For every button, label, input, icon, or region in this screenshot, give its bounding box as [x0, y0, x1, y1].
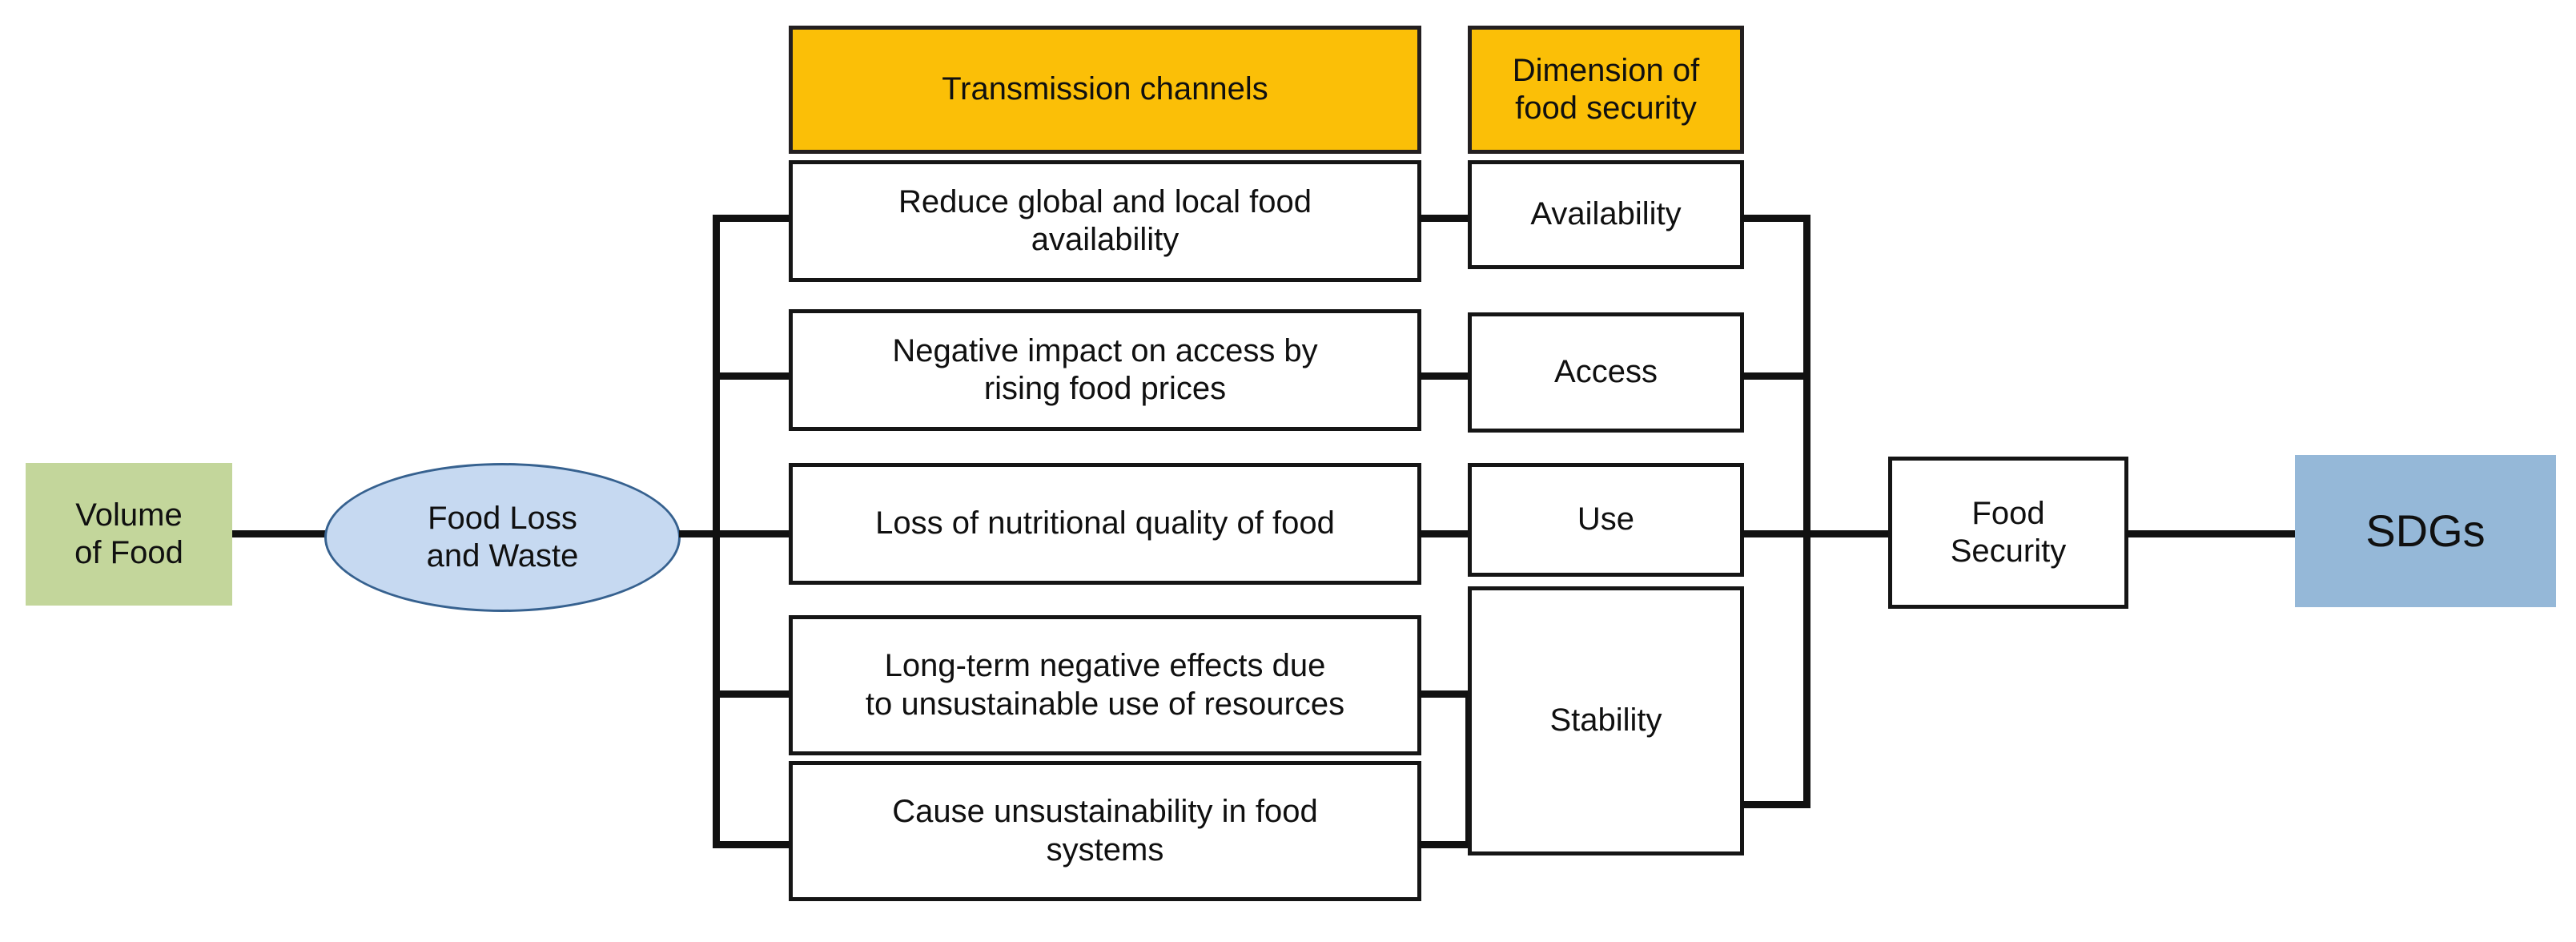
dimension-label-stability: Stability — [1549, 702, 1662, 739]
dimension-label-use: Use — [1577, 501, 1635, 537]
node-food-loss-and-waste-label: Food Loss and Waste — [426, 500, 579, 574]
bracket-left-arm-3 — [713, 530, 793, 537]
channel-box-reduce-availability[interactable]: Reduce global and local food availabilit… — [789, 160, 1421, 282]
channel-label-reduce-availability: Reduce global and local food availabilit… — [898, 183, 1312, 257]
connector-channel1-to-availability — [1419, 215, 1471, 222]
bracket-right-arm-access — [1741, 372, 1809, 380]
node-food-security-label: Food Security — [1950, 495, 2067, 569]
channel-label-loss-nutritional-quality: Loss of nutritional quality of food — [875, 505, 1335, 541]
connector-channel4-to-stability — [1419, 690, 1471, 698]
channel-box-negative-access[interactable]: Negative impact on access by rising food… — [789, 309, 1421, 431]
node-volume-of-food-label: Volume of Food — [74, 497, 183, 570]
node-food-security[interactable]: Food Security — [1888, 457, 2128, 609]
node-volume-of-food[interactable]: Volume of Food — [26, 463, 232, 606]
node-food-loss-and-waste[interactable]: Food Loss and Waste — [324, 463, 681, 612]
dimension-box-access[interactable]: Access — [1468, 312, 1744, 433]
dimension-box-use[interactable]: Use — [1468, 463, 1744, 577]
bracket-left-arm-1 — [713, 215, 793, 222]
bracket-right-arm-stability — [1741, 801, 1809, 808]
bracket-left-arm-5 — [713, 841, 793, 848]
connector-bracket-to-food-security — [1803, 530, 1891, 537]
channel-box-loss-nutritional-quality[interactable]: Loss of nutritional quality of food — [789, 463, 1421, 585]
header-dimension-of-food-security: Dimension of food security — [1468, 26, 1744, 154]
channel-box-cause-unsustainability[interactable]: Cause unsustainability in food systems — [789, 761, 1421, 901]
connector-channel3-to-use — [1419, 530, 1471, 537]
bracket-right-arm-use — [1741, 530, 1809, 537]
channel-box-long-term-effects[interactable]: Long-term negative effects due to unsust… — [789, 615, 1421, 755]
connector-channel2-to-access — [1419, 372, 1471, 380]
connector-channel5-to-stability — [1419, 841, 1471, 848]
header-dimension-of-food-security-label: Dimension of food security — [1512, 52, 1700, 126]
bracket-right-spine — [1803, 215, 1810, 808]
node-sdgs[interactable]: SDGs — [2295, 455, 2556, 607]
channel-label-cause-unsustainability: Cause unsustainability in food systems — [892, 794, 1318, 868]
header-transmission-channels-label: Transmission channels — [942, 71, 1268, 107]
dimension-box-availability[interactable]: Availability — [1468, 160, 1744, 269]
bracket-left-arm-2 — [713, 372, 793, 380]
dimension-label-access: Access — [1554, 354, 1658, 390]
channel-label-negative-access: Negative impact on access by rising food… — [892, 332, 1318, 406]
dimension-box-stability[interactable]: Stability — [1468, 586, 1744, 855]
connector-driver-to-bracket — [679, 530, 716, 537]
dimension-label-availability: Availability — [1530, 196, 1682, 232]
node-sdgs-label: SDGs — [2365, 505, 2486, 556]
header-transmission-channels: Transmission channels — [789, 26, 1421, 154]
bracket-left-arm-4 — [713, 690, 793, 698]
connector-source-to-driver — [232, 530, 328, 537]
bracket-right-arm-availability — [1741, 215, 1809, 222]
connector-food-security-to-sdgs — [2126, 530, 2298, 537]
channel-label-long-term-effects: Long-term negative effects due to unsust… — [865, 648, 1345, 722]
